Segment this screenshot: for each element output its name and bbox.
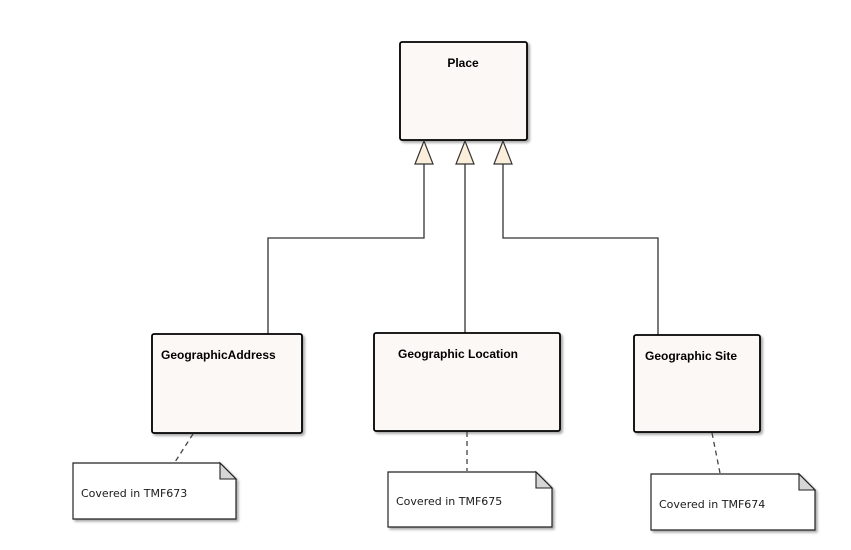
- generalization-arrow-icon: [455, 139, 475, 165]
- connector-address-to-place[interactable]: [267, 164, 425, 334]
- note-body: [387, 471, 553, 528]
- note-text: Covered in TMF673: [81, 487, 187, 500]
- note-fold-icon: [219, 461, 238, 480]
- class-name: Geographic Location: [398, 347, 518, 361]
- class-box: [151, 333, 303, 434]
- class-box: [399, 41, 528, 141]
- note-fold-icon: [535, 470, 554, 489]
- class-place[interactable]: Place: [399, 41, 528, 141]
- note-text: Covered in TMF675: [396, 495, 502, 508]
- inheritance-arrowheads: [414, 139, 513, 165]
- note-location[interactable]: Covered in TMF675: [387, 470, 554, 528]
- note-body: [72, 462, 237, 520]
- connector-site-to-place[interactable]: [502, 164, 659, 335]
- class-box: [633, 334, 761, 433]
- class-geographic-location[interactable]: Geographic Location: [373, 332, 561, 432]
- class-geographic-address[interactable]: GeographicAddress: [151, 333, 303, 434]
- class-name: GeographicAddress: [161, 348, 276, 362]
- note-link-site[interactable]: [711, 432, 721, 474]
- class-box: [373, 332, 561, 432]
- generalization-arrow-icon: [493, 139, 513, 165]
- class-name: Place: [447, 56, 479, 70]
- generalization-arrow-icon: [414, 139, 434, 165]
- note-address[interactable]: Covered in TMF673: [72, 461, 238, 520]
- note-link-address[interactable]: [174, 433, 194, 463]
- generalization-connectors: [267, 164, 659, 335]
- note-body: [650, 473, 816, 531]
- note-site[interactable]: Covered in TMF674: [650, 472, 817, 531]
- note-links: [174, 432, 721, 474]
- class-geographic-site[interactable]: Geographic Site: [633, 334, 761, 433]
- note-text: Covered in TMF674: [659, 498, 765, 511]
- note-fold-icon: [798, 472, 817, 491]
- class-name: Geographic Site: [645, 349, 737, 363]
